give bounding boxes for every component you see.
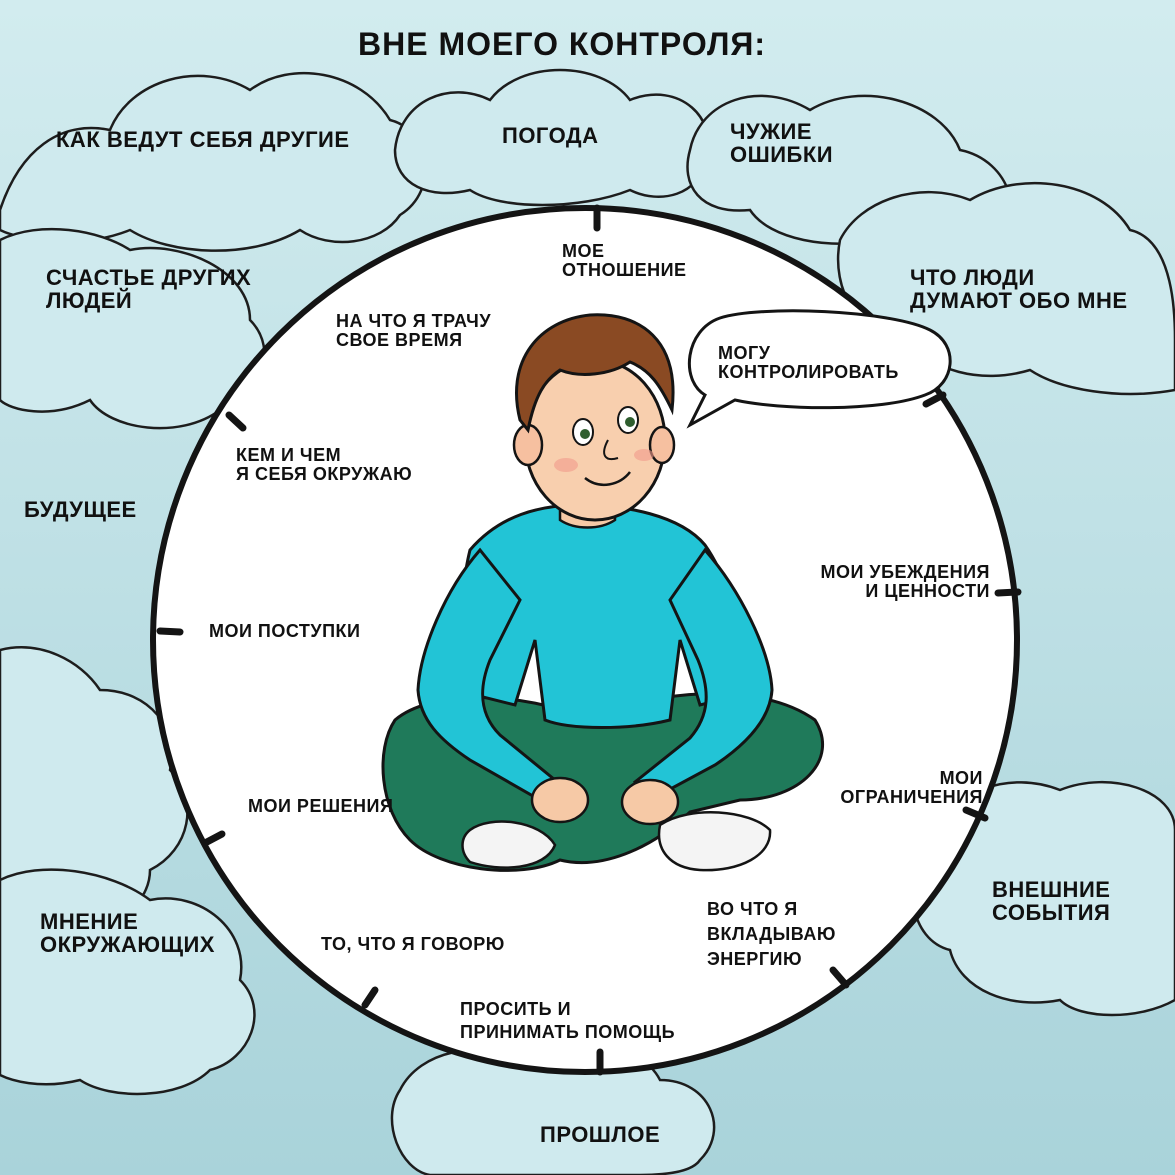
left-hand bbox=[530, 776, 590, 824]
inside-energy: ВО ЧТО Я ВКЛАДЫВАЮ ЭНЕРГИЮ bbox=[707, 899, 836, 970]
right-shoe bbox=[657, 811, 772, 872]
boy-nose bbox=[603, 439, 619, 460]
outside-external-events: ВНЕШНИЕ СОБЫТИЯ bbox=[992, 877, 1111, 926]
cloud-bottom-left bbox=[0, 868, 256, 1096]
outside-future: БУДУЩЕЕ bbox=[24, 497, 137, 522]
cloud-bottom-right bbox=[911, 781, 1175, 1017]
outside-others-opinion: МНЕНИЕ ОКРУЖАЮЩИХ bbox=[40, 909, 215, 958]
inside-my-attitude: МОЕ ОТНОШЕНИЕ bbox=[562, 241, 687, 280]
inside-beliefs: МОИ УБЕЖДЕНИЯ И ЦЕННОСТИ bbox=[820, 562, 990, 601]
right-hand bbox=[620, 778, 680, 826]
left-arm bbox=[416, 547, 558, 802]
left-shoe bbox=[461, 820, 557, 869]
boy-mouth bbox=[584, 471, 631, 487]
inside-actions: МОИ ПОСТУПКИ bbox=[209, 621, 361, 641]
right-arm bbox=[632, 547, 774, 802]
boy-hair bbox=[515, 313, 675, 434]
inside-time: НА ЧТО Я ТРАЧУ СВОЕ ВРЕМЯ bbox=[336, 311, 492, 350]
outside-others-happiness: СЧАСТЬЕ ДРУГИХ ЛЮДЕЙ bbox=[46, 265, 252, 314]
speech-bubble-text: МОГУ КОНТРОЛИРОВАТЬ bbox=[718, 343, 899, 382]
outside-past: ПРОШЛОЕ bbox=[540, 1122, 661, 1147]
inside-surroundings: КЕМ И ЧЕМ Я СЕБЯ ОКРУЖАЮ bbox=[236, 445, 413, 484]
boy-illustration bbox=[381, 313, 824, 872]
outside-how-others-behave: КАК ВЕДУТ СЕБЯ ДРУГИЕ bbox=[56, 127, 350, 152]
right-ear bbox=[648, 425, 676, 465]
speech-bubble bbox=[686, 309, 952, 429]
clouds bbox=[0, 68, 1175, 1175]
inside-limits: МОИ ОГРАНИЧЕНИЯ bbox=[840, 768, 983, 807]
inside-speech: ТО, ЧТО Я ГОВОРЮ bbox=[321, 934, 505, 954]
circle-ticks bbox=[156, 204, 1022, 1076]
page-title: ВНЕ МОЕГО КОНТРОЛЯ: bbox=[358, 26, 767, 62]
outside-what-people-think: ЧТО ЛЮДИ ДУМАЮТ ОБО МНЕ bbox=[910, 265, 1128, 314]
outside-weather: ПОГОДА bbox=[502, 123, 599, 148]
inside-help: ПРОСИТЬ И ПРИНИМАТЬ ПОМОЩЬ bbox=[460, 999, 676, 1042]
inside-decisions: МОИ РЕШЕНИЯ bbox=[248, 796, 394, 816]
outside-others-mistakes: ЧУЖИЕ ОШИБКИ bbox=[730, 119, 834, 168]
